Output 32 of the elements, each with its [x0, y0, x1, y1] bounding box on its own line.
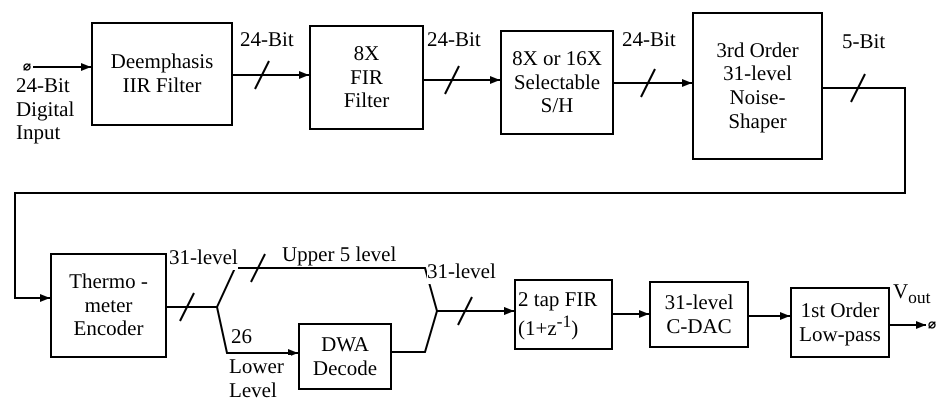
sample-hold-block [500, 30, 614, 135]
arrow [392, 307, 514, 353]
filter-block [91, 22, 233, 126]
block-label: Thermo -meter Encoder [68, 270, 149, 341]
arrow [233, 71, 309, 79]
noise-shaper-block [692, 12, 823, 160]
lowpass-filter-block [790, 287, 890, 358]
block-label: 31-level C-DAC [664, 290, 734, 338]
encoder-block [50, 253, 167, 358]
arrow [890, 321, 926, 329]
filter-block [309, 25, 424, 130]
input-terminal [21, 61, 33, 73]
edge-label: Upper 5 level [282, 243, 396, 267]
block-label: 3rd Order 31-level Noise-Shaper [715, 38, 800, 134]
signal-label: 31-level [427, 260, 496, 284]
arrow [33, 63, 91, 71]
arrow [613, 310, 649, 318]
block-label: Deemphasis IIR Filter [110, 50, 214, 98]
block-label: 2 tap FIR (1+z$^{-1}$) [518, 288, 598, 341]
arrow [614, 79, 692, 87]
arrow [424, 76, 500, 84]
output-terminal [926, 319, 938, 331]
dac-block [649, 281, 749, 348]
filter-block [514, 279, 613, 350]
arrow [14, 87, 906, 302]
decoder-block [298, 323, 392, 390]
block-label: DWA Decode [312, 332, 378, 380]
signal-label: 31-level [169, 246, 238, 270]
block-label: 8X or 16X Selectable S/H [511, 47, 603, 118]
block-label: 1st Order Low-pass [798, 298, 882, 346]
arrow [749, 312, 790, 320]
block-label: 8X FIR Filter [342, 42, 390, 113]
